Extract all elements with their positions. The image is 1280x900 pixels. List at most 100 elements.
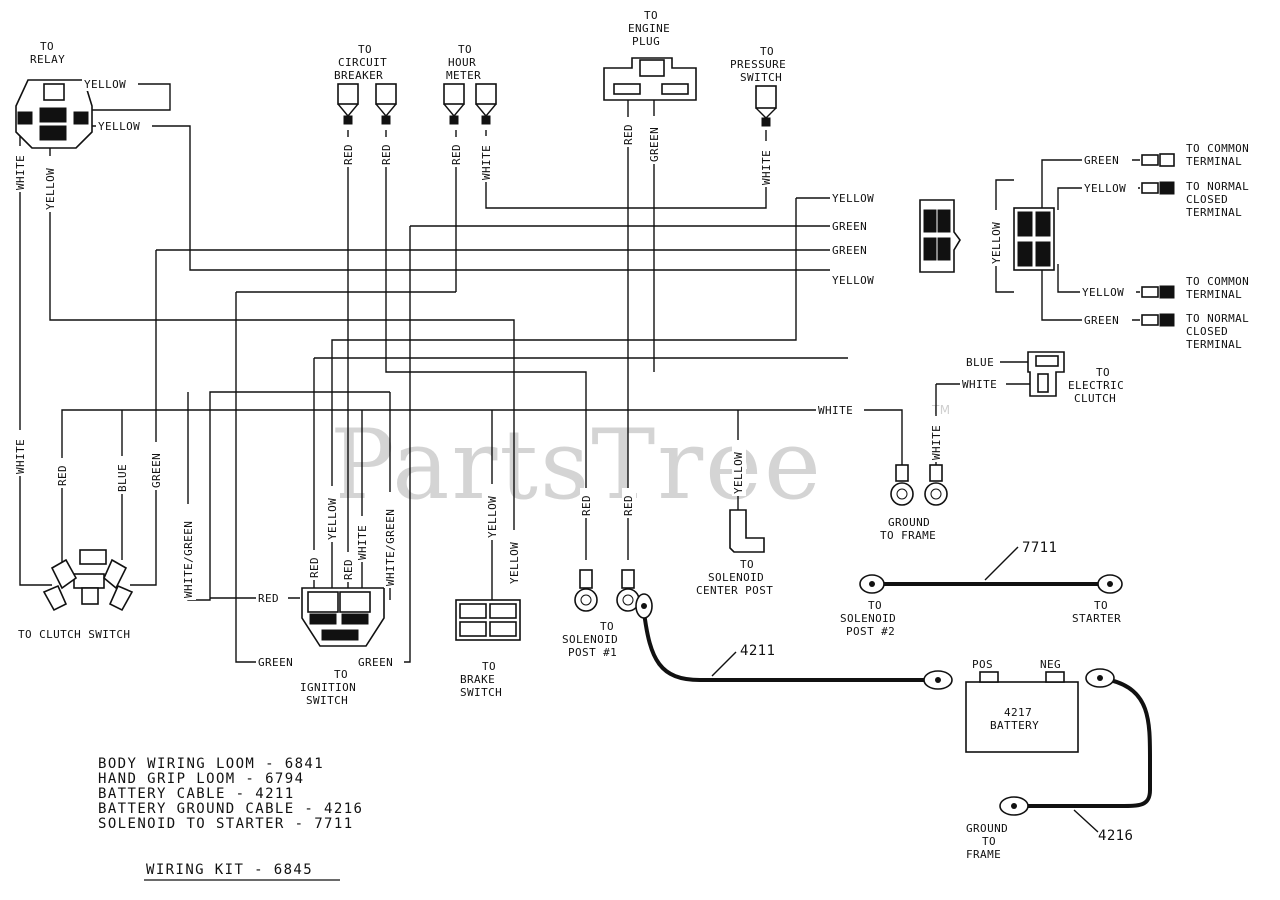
common2-label-1: TO COMMON [1186, 275, 1249, 288]
hm-label-2: HOUR [448, 56, 476, 69]
kit-title: WIRING KIT - 6845 [146, 862, 313, 878]
hm-label-1: TO [458, 43, 472, 56]
sp1-label-1: TO [600, 620, 614, 633]
sp2-label-1: TO [868, 599, 882, 612]
engine-plug-connector [603, 57, 697, 101]
brake-label-1: TO [482, 660, 496, 673]
ground-ring-terminals [890, 464, 948, 506]
cb-label-2: CIRCUIT [338, 56, 387, 69]
spade-terminals [1141, 153, 1175, 327]
wire-label-wg-cs: WHITE/GREEN [182, 521, 195, 598]
sp2-label-2: SOLENOID [840, 612, 896, 625]
electric-clutch-connector [1027, 351, 1065, 397]
ps-label-1: TO [760, 45, 774, 58]
ec-label-1: TO [1096, 366, 1110, 379]
ec-label-3: CLUTCH [1074, 392, 1116, 405]
solenoid-center-post-terminal [729, 509, 765, 553]
relay-label-1: TO [40, 40, 54, 53]
nc-label-3: TERMINAL [1186, 206, 1242, 219]
cable-labels: 7711 4211 4216 POS NEG 4217 BATTERY [740, 540, 1133, 844]
ep-label-3: PLUG [632, 35, 660, 48]
wire-label-yellow-bracket: YELLOW [990, 222, 1003, 264]
wire-label-green-nc2: GREEN [1084, 314, 1119, 327]
wire-label-green-cs: GREEN [150, 453, 163, 488]
battery-label-1: 4217 [1004, 706, 1032, 719]
relay-connector [15, 79, 93, 149]
hm-label-3: METER [446, 69, 481, 82]
wire-label-yellow-ign: YELLOW [326, 498, 339, 540]
gtf-label-2: TO FRAME [880, 529, 936, 542]
wire-label-red-sp1b: RED [622, 495, 635, 516]
nc-label-1: TO NORMAL [1186, 180, 1249, 193]
bg-label-1: GROUND [966, 822, 1008, 835]
cb-label-3: BREAKER [334, 69, 383, 82]
legend-line-3: BATTERY CABLE - 4211 [98, 786, 295, 802]
wire-label-yellow-brake2: YELLOW [508, 542, 521, 584]
battery-pos-label: POS [972, 658, 993, 671]
brake-switch-connector [455, 599, 521, 641]
wire-label-red-cb2: RED [380, 144, 393, 165]
wire-label-white-ground: WHITE [818, 404, 853, 417]
wire-label-red-cs: RED [56, 465, 69, 486]
ep-label-1: TO [644, 9, 658, 22]
bg-label-2: TO [982, 835, 996, 848]
white-ground [61, 409, 903, 568]
yellow-long [331, 198, 797, 600]
wire-label-green-common: GREEN [1084, 154, 1119, 167]
right-four-way-connector [1013, 207, 1055, 271]
starter-label-1: TO [1094, 599, 1108, 612]
sp2-label-3: POST #2 [846, 625, 895, 638]
wire-label-green-ign-left: GREEN [258, 656, 293, 669]
wire-label-red-ign1: RED [308, 557, 321, 578]
connectors [15, 57, 1175, 647]
wire-label-white-cs: WHITE [14, 439, 27, 474]
legend-line-4: BATTERY GROUND CABLE - 4216 [98, 801, 363, 817]
wire-label-yellow-relay: YELLOW [98, 120, 140, 133]
terminal-labels: TO RELAY TO CIRCUIT BREAKER TO HOUR METE… [18, 9, 1249, 861]
common2-label-2: TERMINAL [1186, 288, 1242, 301]
sp1-label-2: SOLENOID [562, 633, 618, 646]
ep-label-2: ENGINE [628, 22, 670, 35]
ec-label-2: ELECTRIC [1068, 379, 1124, 392]
wire-label-yellow-relay-top: YELLOW [84, 78, 126, 91]
wire-label-yellow-2: YELLOW [832, 274, 874, 287]
starter-label-2: STARTER [1072, 612, 1121, 625]
cables [635, 546, 1152, 833]
wire-label-yellow-scp: YELLOW [732, 452, 745, 494]
wire-label-yellow-relay-down: YELLOW [44, 168, 57, 210]
wire-label-red-sp1a: RED [580, 495, 593, 516]
wire-label-yellow-common2: YELLOW [1082, 286, 1124, 299]
hour-meter-connectors [443, 83, 497, 125]
wire-label-green-1: GREEN [832, 220, 867, 233]
gtf-label-1: GROUND [888, 516, 930, 529]
pressure-switch-connector [755, 85, 777, 127]
wire-label-white-relay: WHITE [14, 155, 27, 190]
scp-label-2: SOLENOID [708, 571, 764, 584]
nc-label-2: CLOSED [1186, 193, 1228, 206]
clutch-switch-connector [42, 549, 134, 612]
cable-4211 [635, 593, 953, 690]
legend-line-5: SOLENOID TO STARTER - 7711 [98, 816, 354, 832]
wire-label-red-ign2: RED [342, 559, 355, 580]
ignition-switch-connector [301, 587, 385, 647]
brake-label-3: SWITCH [460, 686, 502, 699]
battery-label-2: BATTERY [990, 719, 1039, 732]
solenoid-post1-terminals [574, 569, 640, 612]
battery-neg-label: NEG [1040, 658, 1061, 671]
ps-label-3: SWITCH [740, 71, 782, 84]
watermark: PartsTree TM [330, 403, 950, 521]
wire-label-yellow-brake1: YELLOW [486, 496, 499, 538]
nc2-label-1: TO NORMAL [1186, 312, 1249, 325]
cb-label-1: TO [358, 43, 372, 56]
wire-label-yellow-nc: YELLOW [1084, 182, 1126, 195]
wire-label-green-2: GREEN [832, 244, 867, 257]
green-clutch-wire [130, 250, 157, 586]
cb-red-solenoid [385, 130, 587, 560]
clutch-switch-label: TO CLUTCH SWITCH [18, 628, 130, 641]
circuit-breaker-connectors [337, 83, 397, 125]
ign-label-1: TO [334, 668, 348, 681]
wire-label-white-hm: WHITE [480, 145, 493, 180]
green-ignition-left [235, 292, 300, 663]
scp-label-3: CENTER POST [696, 584, 773, 597]
